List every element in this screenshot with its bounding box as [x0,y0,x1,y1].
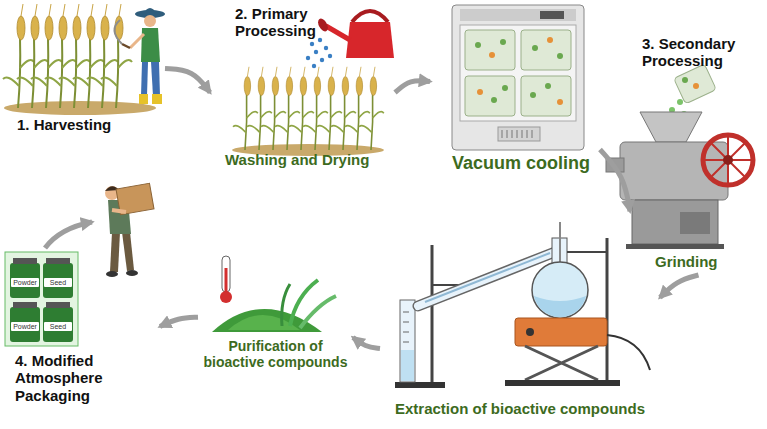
packaged-jars [5,252,78,346]
flow-arrow [600,150,630,212]
stage-heading: 2. Primary Processing [235,5,330,40]
harvest-field [3,4,156,115]
carrier-figure [105,183,154,277]
jar-label: Powder [11,322,39,331]
flow-arrow [160,317,198,326]
flow-arrow [395,81,430,93]
stage-label: 1. Harvesting [17,116,157,133]
washing-field [232,67,384,156]
stage-node: 1. Harvesting [5,10,165,140]
grinding-machine [606,64,753,249]
stage-label: 4. Modified Atmosphere Packaging [15,352,133,404]
stage-node: 2. Primary ProcessingWashing and Drying [210,5,395,180]
purified-powder [212,256,336,332]
farmer-figure [114,8,165,104]
stage-label: Vacuum cooling [452,153,600,174]
stage-node: Extraction of bioactive compounds [380,255,660,425]
watering-can [306,11,394,68]
jar-label: Seed [44,278,72,287]
stage-label: Grinding [655,253,765,270]
flow-arrow [353,338,380,349]
stage-label: Washing and Drying [225,151,395,168]
jar-label: Powder [11,278,39,287]
stage-node: Vacuum cooling [430,5,600,175]
stage-label: Purification of bioactive compounds [198,338,353,370]
flow-arrow [165,69,210,93]
flow-arrow [660,275,699,298]
flow-arrow [45,222,92,248]
jar-label: Seed [44,322,72,331]
stage-node: Purification of bioactive compounds [198,270,353,405]
stage-node: 3. Secondary ProcessingGrinding [630,20,767,275]
stage-node: 4. Modified Atmosphere Packaging [0,250,160,420]
stage-label: Extraction of bioactive compounds [380,400,660,417]
stage-heading: 3. Secondary Processing [642,35,767,70]
vacuum-cooler [452,5,584,150]
extraction-apparatus [395,222,650,388]
